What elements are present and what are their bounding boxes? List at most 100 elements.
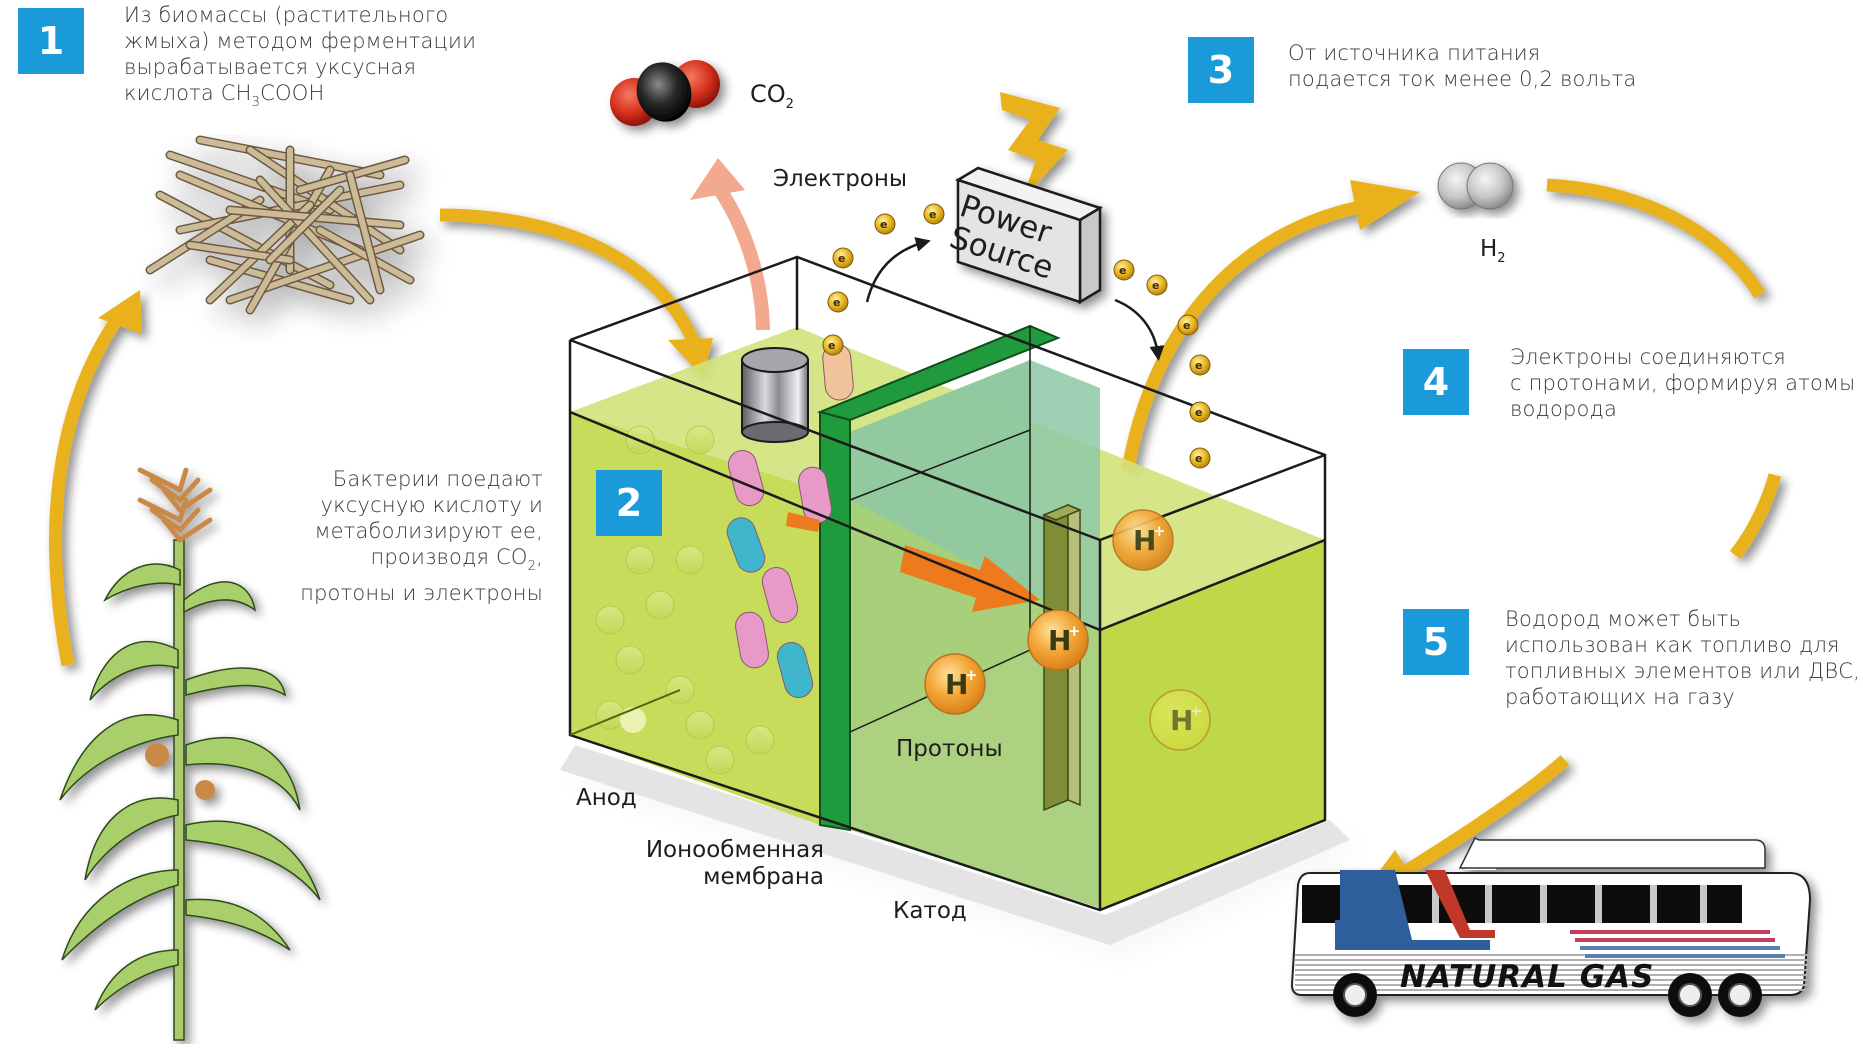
proton-symbol: H [945,668,968,701]
electron-symbol: e [880,218,887,231]
step-badge-3: 3 [1188,37,1254,103]
corn-leaf [89,640,179,701]
bacterium [726,517,766,573]
co2-label-sub: 2 [785,97,794,112]
straw-highlight [347,172,383,293]
straw-highlight [317,227,413,283]
electron: e [827,291,849,313]
step-1-line-3: вырабатывается уксусная [124,55,417,79]
cathode-label: Катод [893,898,967,924]
step-5-line-1: Водород может быть [1505,607,1742,631]
bubble [685,710,715,740]
electron: e [1146,274,1168,296]
bus-natural-gas-text: NATURAL GAS [1400,959,1655,995]
electron: e [822,334,844,356]
step-3-line-1: От источника питания [1288,41,1541,65]
bubble [645,590,675,620]
bus-window-pillar [1485,885,1492,923]
electron: e [1177,314,1199,336]
electron: e [1189,401,1211,423]
anode-bubbles [595,425,775,775]
membrane-line-1: Ионообменная [645,837,824,863]
electron-body [822,334,844,356]
step-badge-2: 2 [596,470,662,536]
arrow-step4-to-step5 [1729,473,1782,560]
proton-symbol: H [1133,524,1156,557]
co2-label: CO2 [750,80,794,112]
corn-tassel-strand [137,497,183,523]
corn-leaf [183,581,257,614]
proton-on-cathode: H+ [1027,609,1089,671]
proton-body [924,653,986,715]
arrow-h2-to-step4 [1546,178,1766,299]
electron: e [923,203,945,225]
bus-hubcap [1728,983,1752,1007]
power-source-box [955,166,1103,305]
bacterium [735,611,769,669]
corn-tassel-strand [161,517,183,543]
proton-body [1112,509,1174,571]
corn-tassel-strand [177,507,201,533]
electron-body [1113,259,1135,281]
step-2-line-4: производя CO2, [260,544,543,580]
step-5-line-2: использован как топливо для [1505,633,1840,657]
h2-label-main: H [1480,236,1498,262]
arrowhead-plant-to-biomass [98,290,142,334]
electron: e [832,247,854,269]
straw-highlight [267,187,343,263]
step-5-line-4: работающих на газу [1505,685,1735,709]
natural-gas-bus-icon [1290,836,1812,1017]
bus-window-pillar [1432,885,1439,923]
electron: e [874,213,896,235]
bubble [685,425,715,455]
step-4-line-3: водорода [1510,397,1618,421]
step-2-line-1: Бактерии поедают [332,467,543,491]
co2-label-main: CO [750,80,786,108]
membrane-line-2: мембрана [703,864,824,890]
step-2-co2-prefix: производя CO [370,545,528,569]
electron-symbol: e [929,208,936,221]
corn-leaf [185,667,287,697]
electron-symbol: e [1195,359,1202,372]
anode-electrode [741,347,809,443]
bus-hubcap [1678,983,1702,1007]
proton-body [1149,689,1211,751]
bus-hubcap [1343,983,1367,1007]
electron: e [1113,259,1135,281]
proton-charge: + [1153,522,1166,540]
step-badge-1: 1 [18,8,84,74]
step-2-co2-suffix: , [536,545,543,569]
h2-molecule-icon [1437,162,1514,210]
proton-symbol: H [1170,704,1193,737]
bubble-highlight [620,707,646,733]
electron-body [923,203,945,225]
proton-cathode-surface: H+ [1112,509,1174,571]
proton-faint: H+ [1149,689,1211,751]
electron-symbol: e [1195,452,1202,465]
proton-charge: + [1068,622,1081,640]
step-1-acid-prefix: кислота CH [124,81,252,105]
step-text-1: Из биомассы (растительного жмыха) методо… [124,2,476,116]
electron-body [874,213,896,235]
corn-leaf [61,869,179,961]
bus-window-pillar [1540,885,1547,923]
step-1-line-2: жмыха) методом ферментации [124,29,477,53]
step-2-line-3: метаболизируют ее, [314,519,543,543]
electron-body [1177,314,1199,336]
step-1-acid-suffix: COOH [260,81,325,105]
corn-leaf [185,820,321,901]
bubble [745,725,775,755]
electron-symbol: e [1195,406,1202,419]
corn-tassel-strand [161,487,183,513]
bubble [705,745,735,775]
step-badge-4: 4 [1403,349,1469,415]
corn-silk [195,780,215,800]
straw-highlight [157,192,333,288]
step-1-line-4: кислота CH3COOH [124,80,476,116]
arrow-plant-to-biomass [49,311,126,667]
protons-label: Протоны [896,736,1003,762]
lightning-bolt-icon [1000,92,1068,200]
electron: e [1189,447,1211,469]
electron: e [1189,354,1211,376]
